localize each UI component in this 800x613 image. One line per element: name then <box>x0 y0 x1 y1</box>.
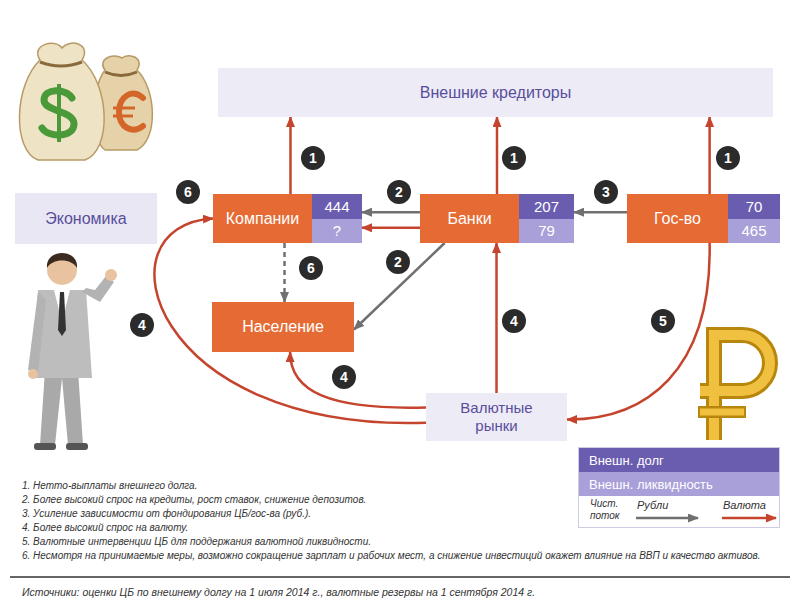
value-cell: ? <box>312 219 362 244</box>
money-bag <box>19 43 104 160</box>
flow-arrow <box>354 243 445 330</box>
flow-arrow <box>362 227 420 230</box>
value-cell: 79 <box>519 219 574 244</box>
node-text: Экономика <box>45 209 127 228</box>
dollar-symbol <box>57 84 61 142</box>
value-column: 20779 <box>519 194 574 243</box>
entity-label-area: Гос-во <box>627 194 728 243</box>
legend-swatch: Внешн. ликвидность <box>579 472 779 496</box>
node-text: Валютные рынки <box>451 399 543 435</box>
note-text: 6. Несмотря на принимаемые меры, возможн… <box>22 550 761 562</box>
note-text: Чист. поток <box>590 498 632 522</box>
flow-arrow <box>154 219 426 424</box>
value-cell: 465 <box>728 219 780 244</box>
flow-arrow <box>708 117 711 194</box>
callout-number: 4 <box>502 309 526 333</box>
value-text: 79 <box>538 222 555 239</box>
ruble-symbol <box>700 335 770 440</box>
value-cell: 444 <box>312 194 362 219</box>
callout-number: 2 <box>386 250 410 274</box>
callout-number: 3 <box>594 180 618 204</box>
note-text: 5. Валютные интервенции ЦБ для поддержан… <box>22 536 371 548</box>
value-cell: 207 <box>519 194 574 219</box>
entity-box: Гос-во70465 <box>627 194 780 243</box>
businessman <box>28 253 117 450</box>
flow-arrow <box>289 117 292 194</box>
ruble-symbol <box>700 409 744 416</box>
entity-box: Население <box>212 302 354 352</box>
ruble-symbol <box>698 406 746 418</box>
flow-arrow <box>290 352 426 408</box>
trousers <box>40 370 83 445</box>
legend-text: Внешн. ликвидность <box>589 477 713 492</box>
hand <box>28 369 38 379</box>
legend-sample-line <box>636 517 698 520</box>
shoe <box>34 443 56 450</box>
entity-label-area: Компании <box>213 194 312 243</box>
legend-text: Рубли <box>637 499 668 511</box>
callout-number: 4 <box>332 365 356 389</box>
flow-arrow <box>567 243 710 419</box>
note-text: 1. Нетто-выплаты внешнего долга. <box>22 480 197 492</box>
bag-tie <box>105 72 137 76</box>
node-text: Население <box>242 317 324 336</box>
entity-label-area: Банки <box>420 194 519 243</box>
money-bags <box>19 43 152 160</box>
note-text: 2. Более высокий спрос на кредиты, рост … <box>22 494 366 506</box>
value-text: 70 <box>746 198 763 215</box>
entity-box: Банки20779 <box>420 194 574 243</box>
note-text: 4. Более высокий спрос на валюту. <box>22 522 188 534</box>
shoe <box>66 443 88 450</box>
callout-number: 1 <box>301 146 325 170</box>
euro-symbol <box>119 94 143 130</box>
hand <box>105 269 117 281</box>
entity-name: Компании <box>226 210 300 228</box>
external-box: Внешние кредиторы <box>218 68 773 117</box>
callout-number: 4 <box>130 313 154 337</box>
callout-number: 5 <box>651 309 675 333</box>
value-text: 465 <box>741 222 766 239</box>
value-cell: 70 <box>728 194 780 219</box>
arm <box>28 292 46 372</box>
economy-box: Экономика <box>15 193 157 244</box>
legend-text: Валюта <box>723 499 766 511</box>
value-column: 70465 <box>728 194 780 243</box>
callout-number: 6 <box>176 180 200 204</box>
entity-box: Компании 444? <box>213 194 362 243</box>
value-text: 207 <box>534 198 559 215</box>
callout-number: 1 <box>716 146 740 170</box>
hair <box>47 253 77 268</box>
flow-arrow <box>362 211 420 214</box>
flow-arrow <box>496 117 499 194</box>
value-text: 444 <box>324 198 349 215</box>
legend-swatch: Внешн. долг <box>579 448 779 472</box>
separator-rule <box>10 576 790 578</box>
legend-text: Внешн. долг <box>589 453 664 468</box>
node-text: Внешние кредиторы <box>420 83 572 102</box>
flow-arrow <box>283 243 286 302</box>
entity-name: Гос-во <box>654 210 701 228</box>
euro-symbol <box>113 108 135 116</box>
value-text: ? <box>333 222 341 239</box>
ruble-symbol <box>698 335 770 440</box>
bag-tie <box>40 62 82 66</box>
legend-sample-line <box>722 517 776 520</box>
callout-number: 1 <box>502 146 526 170</box>
ruble-symbol <box>700 335 770 440</box>
flow-arrow <box>574 211 627 214</box>
note-text: 3. Усиление зависимости от фондирования … <box>22 508 311 520</box>
callout-number: 2 <box>387 180 411 204</box>
tie <box>58 292 66 336</box>
flow-arrow <box>495 243 498 393</box>
note-text: Источники: оценки ЦБ по внешнему долгу н… <box>22 586 535 598</box>
entity-name: Банки <box>447 210 491 228</box>
value-column: 444? <box>312 194 362 243</box>
callout-number: 6 <box>299 256 323 280</box>
market-box: Валютные рынки <box>426 393 567 441</box>
